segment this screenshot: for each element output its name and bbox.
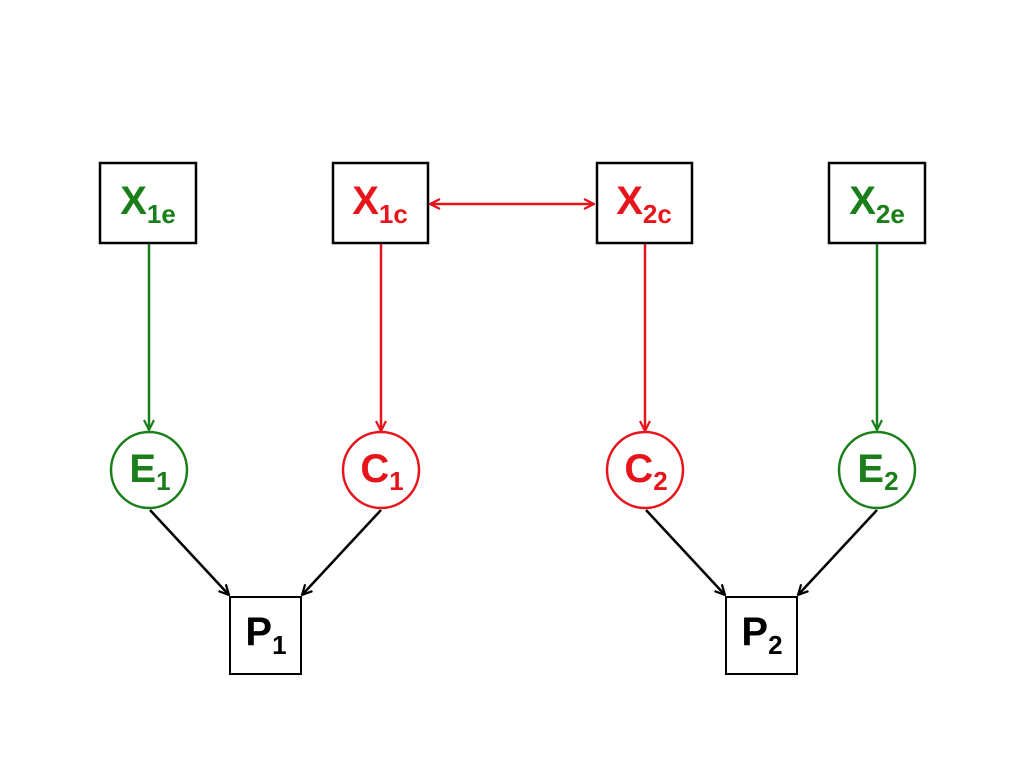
node-p2: P2 — [725, 596, 798, 675]
node-x1e-label: X1e — [120, 179, 176, 229]
node-x2e: X2e — [827, 161, 927, 245]
node-x1c: X1c — [331, 161, 430, 245]
node-e2-circle — [837, 430, 917, 510]
node-e2: E2 — [837, 430, 917, 510]
node-c1-circle — [341, 430, 421, 510]
node-p2-label: P2 — [741, 610, 782, 660]
node-x2c: X2c — [595, 161, 694, 245]
node-c2: C2 — [605, 430, 685, 510]
node-x1e-box — [98, 161, 198, 245]
node-c1: C1 — [341, 430, 421, 510]
node-x2e-box — [827, 161, 927, 245]
node-e2-label: E2 — [857, 447, 898, 496]
node-p1: P1 — [229, 596, 302, 675]
node-p1-box — [229, 596, 302, 675]
node-c2-label: C2 — [624, 447, 667, 496]
node-e1-circle — [109, 430, 189, 510]
node-e1-label: E1 — [129, 447, 170, 496]
node-c2-circle — [605, 430, 685, 510]
edge-c2-p2 — [645, 509, 725, 595]
node-e1: E1 — [109, 430, 189, 510]
node-x1c-label: X1c — [352, 179, 408, 229]
edge-e2-p2 — [798, 509, 878, 595]
node-c1-label: C1 — [360, 447, 403, 496]
edge-c1-p1 — [302, 509, 382, 595]
node-p1-label: P1 — [245, 610, 286, 660]
node-x1c-box — [331, 161, 430, 245]
node-x2c-box — [595, 161, 694, 245]
node-x1e: X1e — [98, 161, 198, 245]
edge-e1-p1 — [149, 509, 229, 595]
node-x2e-label: X2e — [849, 179, 905, 229]
edges — [149, 204, 877, 595]
node-x2c-label: X2c — [616, 179, 672, 229]
node-p2-box — [725, 596, 798, 675]
